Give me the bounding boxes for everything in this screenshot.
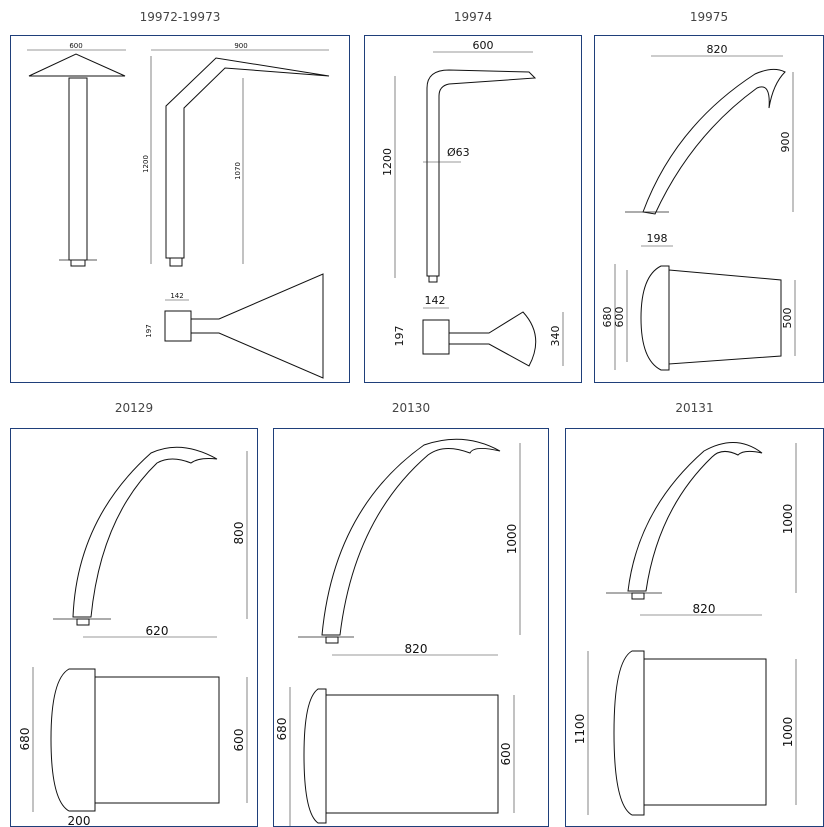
dim-width: 620 [146,624,169,638]
drawing-20131: 1000 820 1100 1000 [573,442,797,816]
dim-height: 1200 [381,148,394,176]
title-20131: 20131 [675,401,714,415]
dim-base-w: 142 [425,294,446,307]
title-19972-19973: 19972-19973 [139,10,221,24]
dim-outer-h: 680 [601,307,614,328]
dim-height: 1000 [505,524,519,555]
drawing-19975: 820 900 198 680 600 500 [601,43,796,371]
drawing-20129: 800 620 680 600 200 [18,446,248,826]
dim-height: 1200 [142,155,150,173]
dim-width: 600 [473,39,494,52]
dim-bottom-w: 200 [68,814,91,826]
drawing-19974: 600 1200 Ø63 142 197 340 [381,39,564,367]
panel-19975: 820 900 198 680 600 500 [594,35,824,383]
dim-inner-h: 600 [613,307,626,328]
dim-mouth: 500 [781,308,794,329]
panel-20131: 1000 820 1100 1000 [565,428,824,827]
dim-outer-h: 680 [18,728,32,751]
dim-mouth: 600 [499,743,513,766]
dim-mouth: 600 [232,729,246,752]
dim-base-w: 142 [170,292,183,300]
dim-inner-height: 1070 [234,162,242,180]
dim-base-h: 197 [145,324,153,337]
title-19975: 19975 [689,10,729,24]
dim-diameter: Ø63 [447,146,470,159]
dim-outer-h: 680 [275,718,289,741]
panel-19974: 600 1200 Ø63 142 197 340 [364,35,582,383]
dim-side-width: 900 [234,42,247,50]
drawing-19972-19973: 600 900 1200 1070 142 197 [27,42,330,379]
panel-20129: 800 620 680 600 200 [10,428,258,827]
panel-19972-19973: 600 900 1200 1070 142 197 [10,35,350,383]
dim-top-w: 198 [647,232,668,245]
dim-height: 800 [232,522,246,545]
dim-width: 820 [405,642,428,656]
drawing-20130: 1000 820 680 600 [275,438,521,826]
dim-height: 1000 [781,504,795,535]
title-19974: 19974 [453,10,493,24]
title-20129: 20129 [114,401,154,415]
dim-height: 900 [779,132,792,153]
title-20130: 20130 [391,401,431,415]
dim-mouth: 340 [549,326,562,347]
dim-base-h: 197 [393,326,406,347]
panel-20130: 1000 820 680 600 [273,428,549,827]
dim-width: 820 [707,43,728,56]
dim-width: 820 [693,602,716,616]
dim-mouth: 1000 [781,717,795,748]
dim-top-width: 600 [69,42,82,50]
dim-outer-h: 1100 [573,714,587,745]
